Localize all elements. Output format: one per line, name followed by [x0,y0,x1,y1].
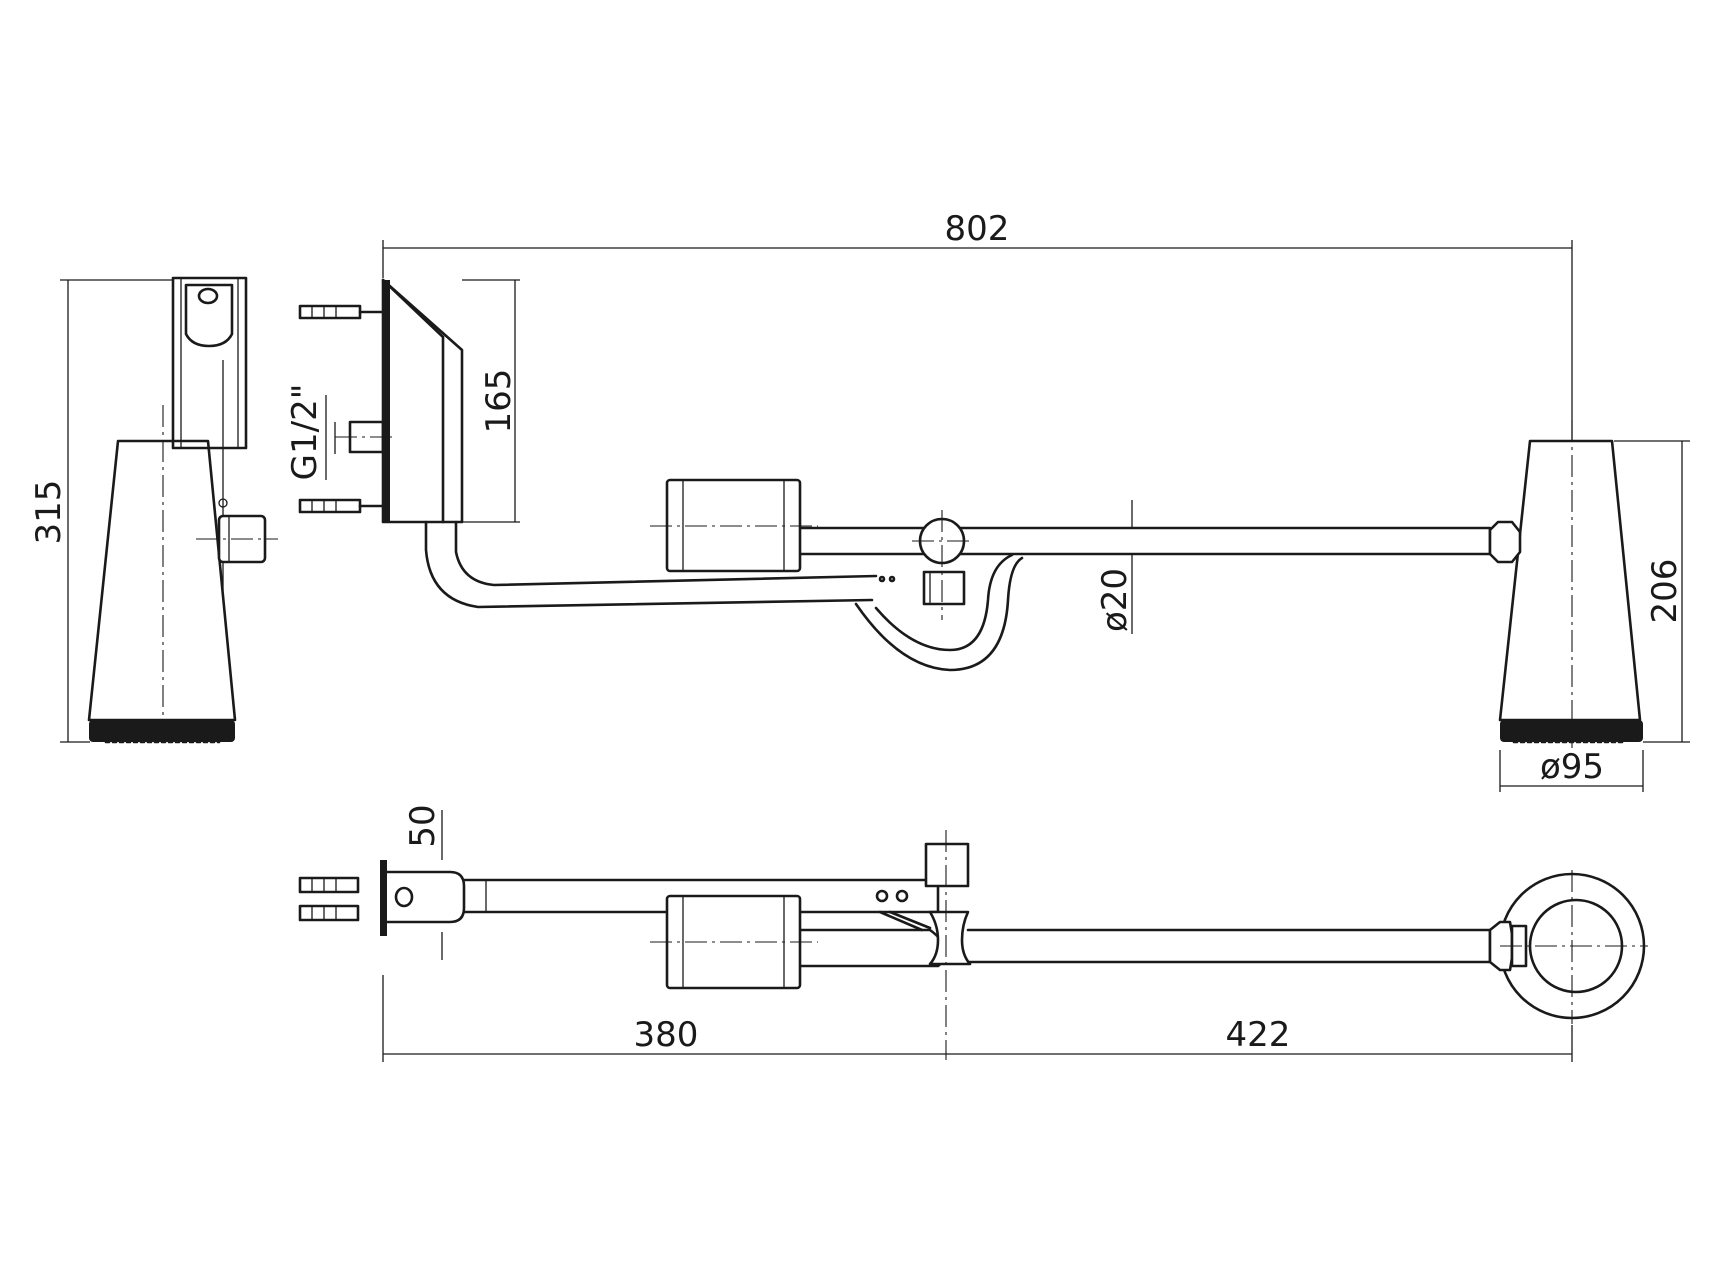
side-cap-hole [197,287,219,305]
dim-inner-arm: 380 [634,1015,699,1055]
front-head-face [1500,720,1643,742]
side-view [60,276,278,745]
plan-bracket [385,870,466,924]
wall-anchor-top [298,304,384,320]
dim-overall-length: 802 [945,209,1010,249]
side-head-cone [87,439,237,722]
head-connector [1488,520,1522,564]
front-view [298,240,1690,792]
hose-outer [854,556,1024,672]
plan-anchor-top [298,876,360,894]
inner-arm-upper [424,520,874,609]
front-head-cone [1498,439,1642,722]
plan-view [298,810,1648,1062]
dim-head-height: 206 [1645,559,1685,624]
dim-head-diameter: ø95 [1540,747,1604,787]
dim-tube-diameter: ø20 [1095,568,1135,632]
dim-wall-bracket-height: 165 [479,369,519,434]
side-head-face [89,720,235,742]
dim-inlet-thread: G1/2" [285,384,325,481]
plan-outer-arm [966,928,1492,964]
plan-anchor-bottom [298,904,360,922]
dim-outer-arm: 422 [1226,1015,1291,1055]
plan-wall-plate [380,860,387,936]
hose-inner [874,553,1014,652]
inner-arm-lower [454,520,878,587]
side-top-cap [184,283,234,348]
joint-block [922,570,966,606]
dim-plan-depth: 50 [403,804,443,847]
outer-arm [798,526,1492,556]
plan-pivot [928,910,972,966]
wall-anchor-bottom [298,498,384,514]
dim-side-total-height: 315 [29,480,69,545]
plan-upper-joint [924,842,970,888]
